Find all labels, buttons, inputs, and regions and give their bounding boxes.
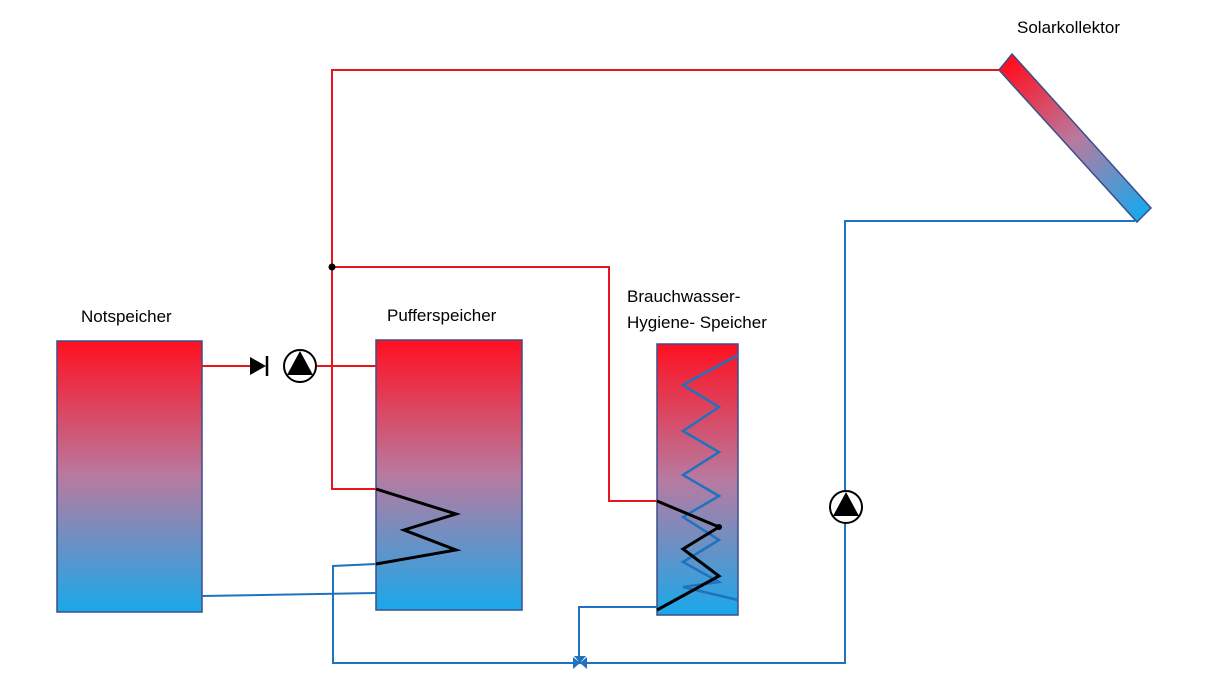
solarkollektor-label: Solarkollektor (1017, 18, 1120, 37)
brauchwasser-drinking-water-coil (680, 353, 739, 602)
brauchwasser-solar-coil (656, 499, 723, 612)
pufferspeicher-tank (375, 339, 523, 611)
collector-supply-pipe (331, 69, 999, 490)
cold-pipes (201, 220, 1135, 664)
notspeicher-return-pipe (201, 592, 377, 597)
brauchwasser-speicher-tank (656, 343, 739, 616)
brauchwasser-label-line1: Brauchwasser- (627, 287, 740, 306)
check-valve-icon (250, 356, 269, 376)
notspeicher-tank (56, 340, 203, 613)
branch-to-brauchwasser-pipe (332, 266, 657, 502)
brauchwasser-return-pipe (578, 606, 657, 663)
junction-dot-icon (716, 524, 722, 530)
pump-icon (283, 349, 317, 383)
collector-return-pipe (332, 220, 1135, 664)
notspeicher-label: Notspeicher (81, 307, 172, 326)
pump-icon (829, 490, 863, 524)
pufferspeicher-label: Pufferspeicher (387, 306, 497, 325)
junction-dot-icon (328, 263, 336, 271)
brauchwasser-label-line2: Hygiene- Speicher (627, 313, 767, 332)
mixing-valve-icon (573, 656, 587, 669)
pufferspeicher-heat-exchanger-coil (375, 487, 462, 566)
hot-pipes (202, 69, 999, 502)
solarkollektor-panel (998, 52, 1153, 224)
